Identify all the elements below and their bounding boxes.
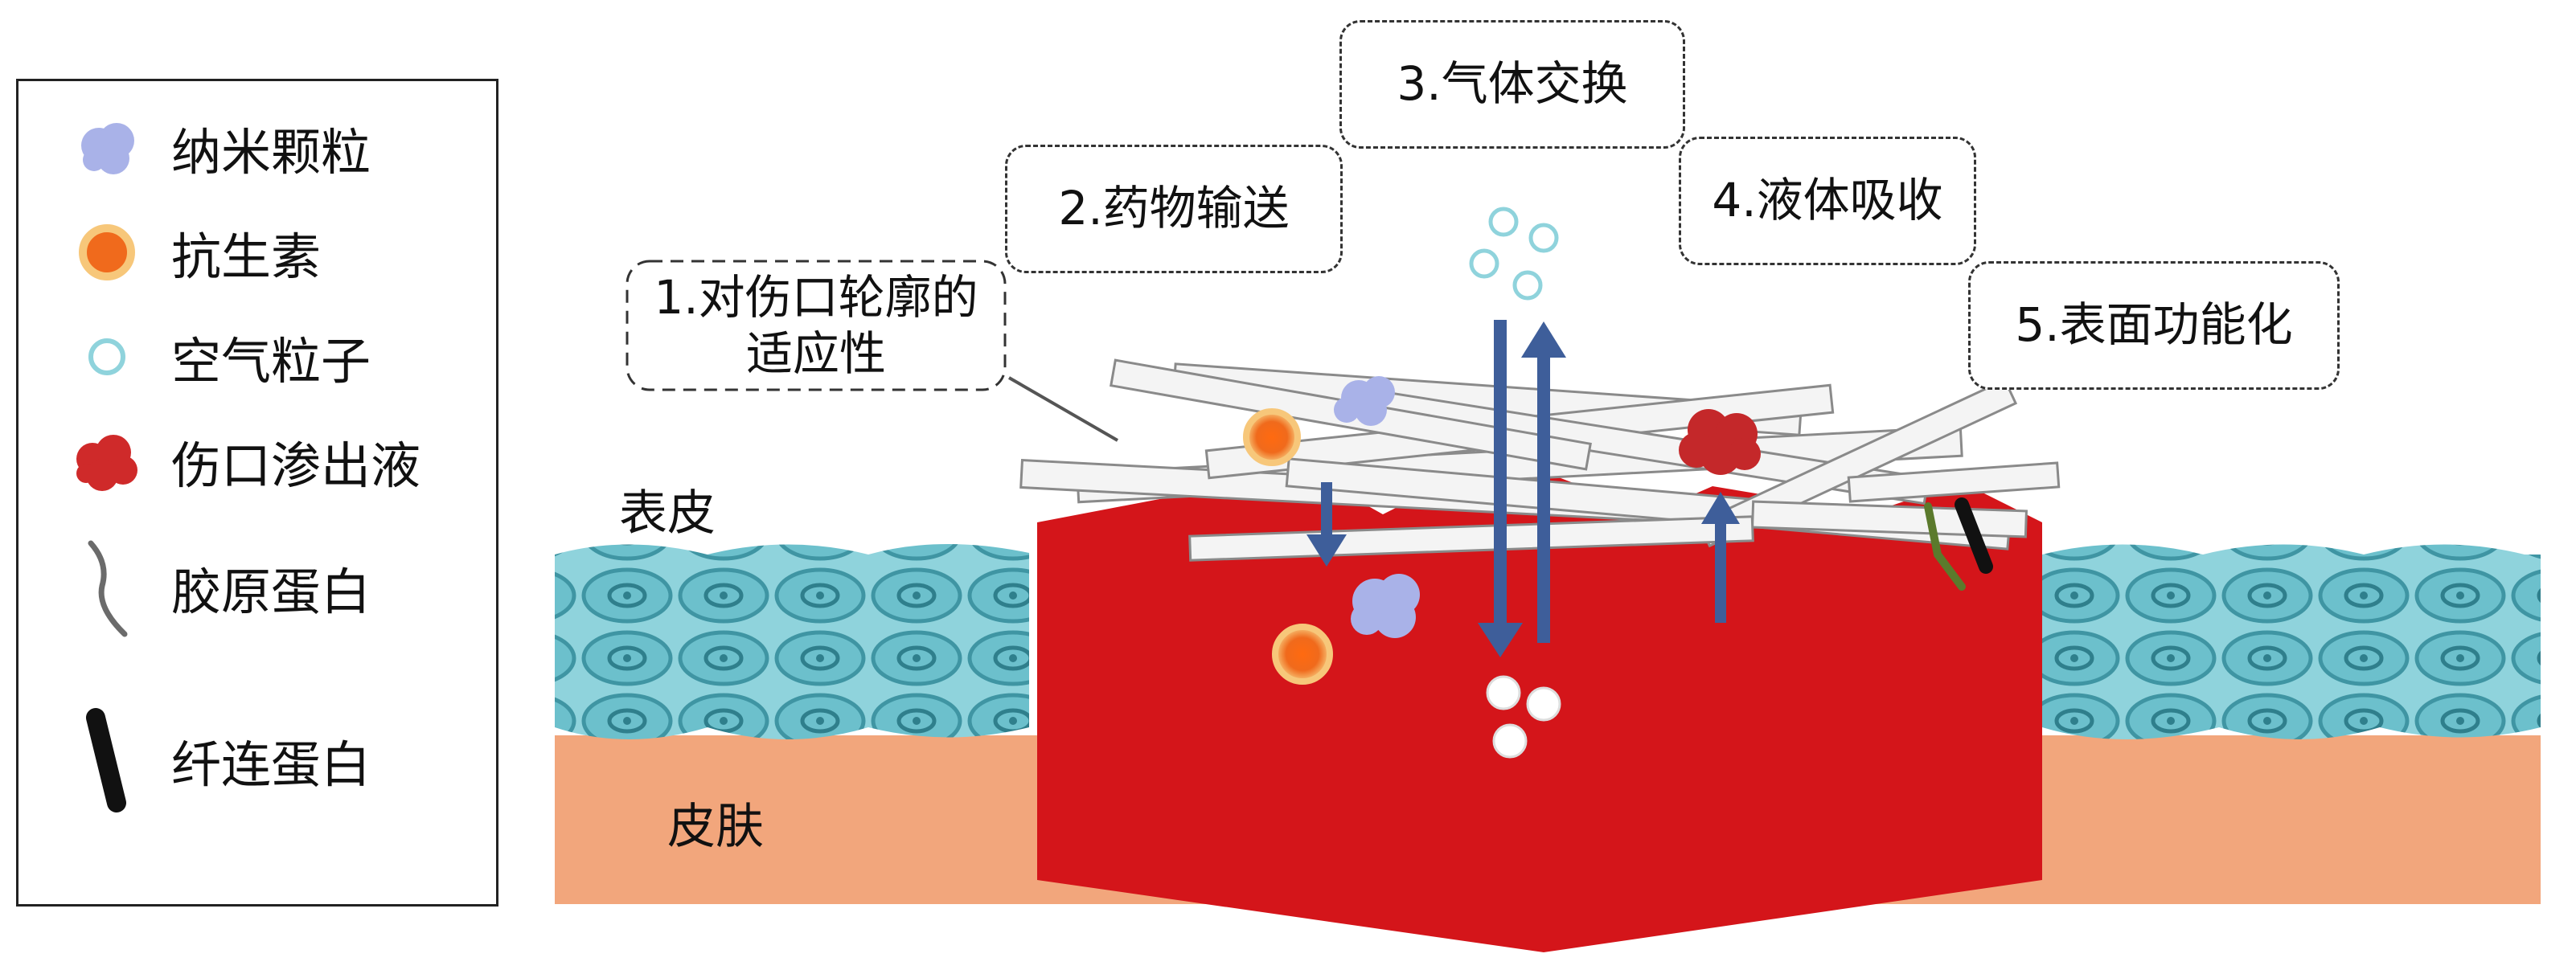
callout-5-text: 5.表面功能化 <box>2015 297 2293 353</box>
nanoparticle <box>1351 574 1420 638</box>
callout-surface-functionalization: 5.表面功能化 <box>1968 261 2340 390</box>
legend-item-collagen: 胶原蛋白 <box>18 531 496 644</box>
callout-1-line2: 适应性 <box>745 326 886 381</box>
legend-label: 空气粒子 <box>171 332 371 391</box>
antibiotic <box>1243 408 1301 466</box>
legend-label: 纳米颗粒 <box>171 123 371 182</box>
legend-label: 胶原蛋白 <box>171 563 371 621</box>
epidermis-layer-left <box>555 543 1029 739</box>
legend-label: 抗生素 <box>171 227 322 286</box>
collagen <box>1924 502 1966 591</box>
air-particles-inside <box>1486 675 1561 759</box>
gas-in-arrow <box>1478 320 1523 657</box>
collagen-icon <box>88 540 128 637</box>
legend-label: 纤连蛋白 <box>171 735 371 794</box>
callout-1-pointer <box>1007 376 1119 442</box>
nanoparticle <box>1334 376 1395 426</box>
callout-4-text: 4.液体吸收 <box>1712 173 1943 228</box>
callout-gas-exchange: 3.气体交换 <box>1339 20 1685 149</box>
epidermis-layer-right <box>2042 544 2541 739</box>
legend-label: 伤口渗出液 <box>171 436 421 495</box>
antibiotic-icon <box>79 224 135 280</box>
nanoparticle-icon <box>81 123 134 174</box>
gas-out-arrow <box>1521 321 1566 643</box>
legend-item-antibiotic: 抗生素 <box>18 208 496 297</box>
callout-2-text: 2.药物输送 <box>1058 181 1290 236</box>
legend-item-fibronectin: 纤连蛋白 <box>18 700 496 821</box>
wound-exudate-icon <box>76 435 137 491</box>
air-particles-outside <box>1469 207 1559 301</box>
air-particle-icon <box>88 338 125 375</box>
antibiotic <box>1272 624 1333 685</box>
wound-exudate <box>1679 409 1761 475</box>
fibronectin-icon <box>86 708 126 812</box>
skin-label: 皮肤 <box>667 799 764 855</box>
callout-drug-delivery: 2.药物输送 <box>1005 145 1343 273</box>
callout-adaptability: 1.对伤口轮廓的 适应性 <box>629 261 1003 390</box>
legend-item-wound-exudate: 伤口渗出液 <box>18 417 496 505</box>
drug-delivery-arrow <box>1306 482 1347 567</box>
legend-item-nanoparticle: 纳米颗粒 <box>18 104 496 192</box>
legend: 纳米颗粒 抗生素 空气粒子 伤口渗出液 胶原蛋白 纤连蛋白 <box>16 79 498 907</box>
fluid-absorption-arrow <box>1701 492 1740 623</box>
epidermis-label: 表皮 <box>619 485 716 542</box>
fibronectin <box>1955 497 1993 574</box>
callout-1-line1: 1.对伤口轮廓的 <box>654 270 978 325</box>
callout-fluid-absorption: 4.液体吸收 <box>1679 137 1976 265</box>
callout-3-text: 3.气体交换 <box>1397 56 1628 112</box>
callout-1-box <box>626 260 1007 391</box>
legend-item-air-particle: 空气粒子 <box>18 313 496 401</box>
